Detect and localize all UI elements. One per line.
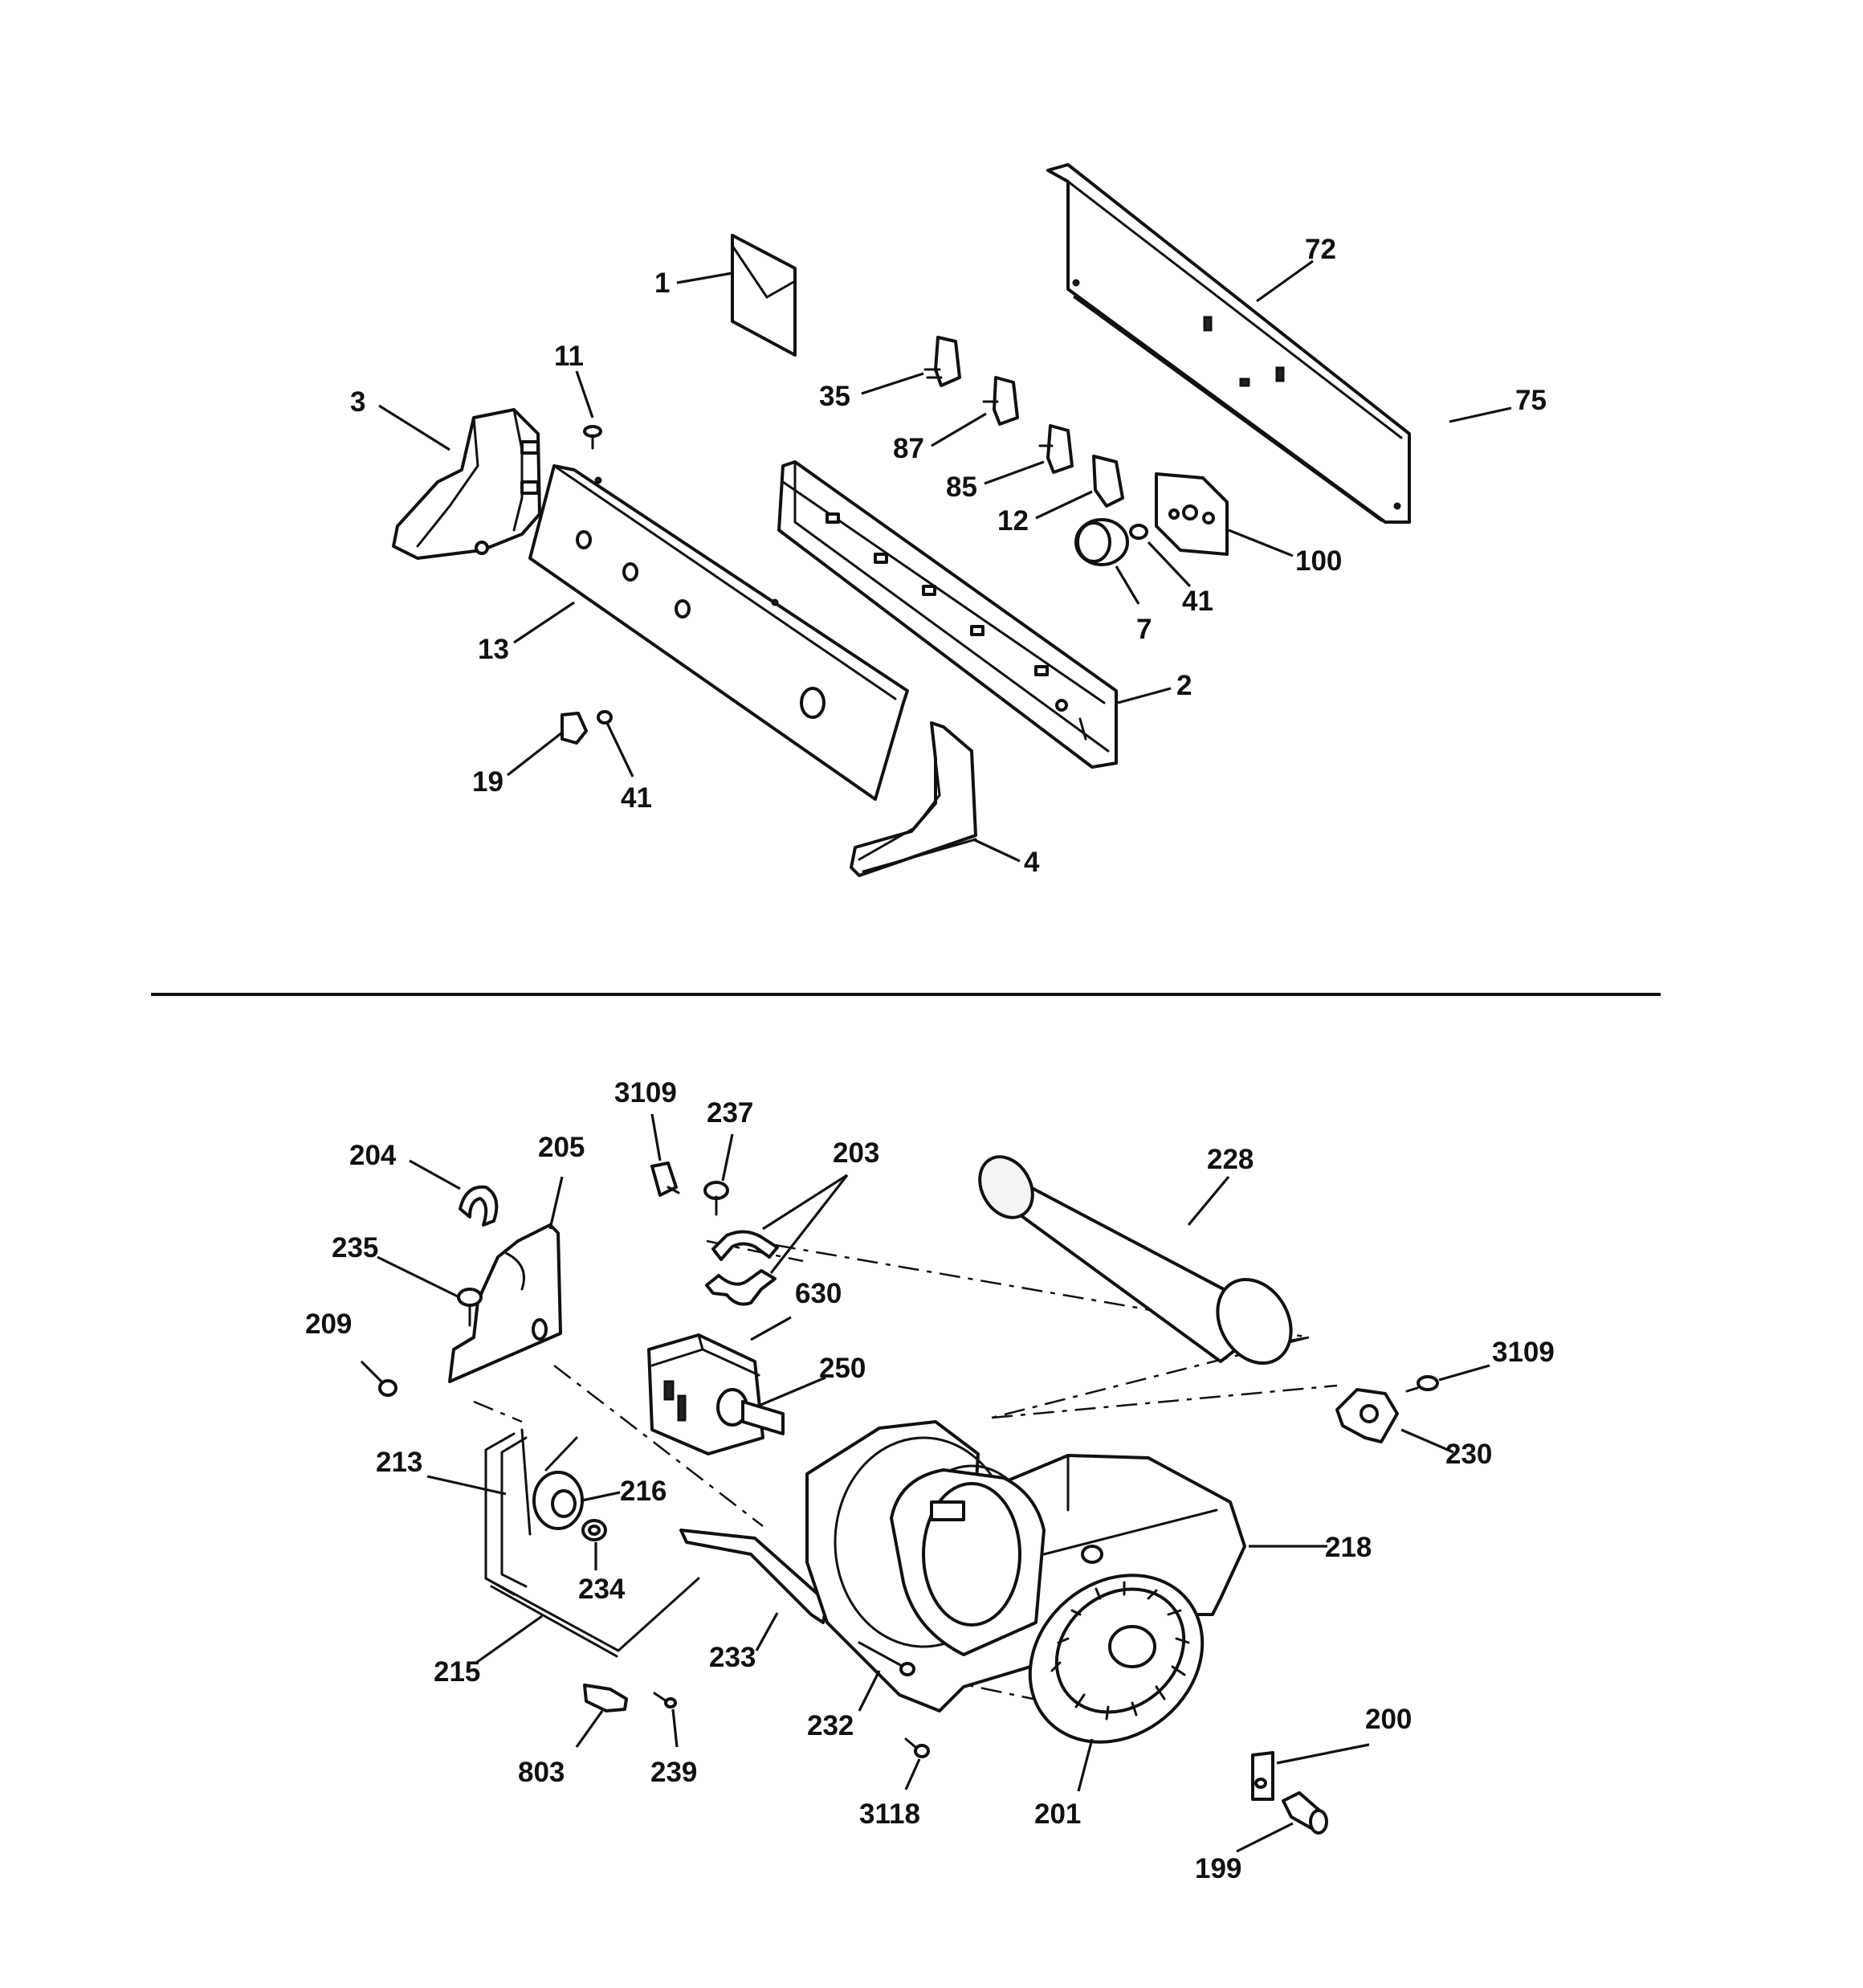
callout-216: 216 <box>620 1476 667 1507</box>
callout-209: 209 <box>305 1308 352 1340</box>
part-connector-3109-right <box>1405 1375 1439 1393</box>
callout-218: 218 <box>1325 1532 1372 1563</box>
callout-12: 12 <box>997 505 1029 537</box>
callout-201: 201 <box>1034 1798 1081 1830</box>
part-button-19 <box>561 712 588 745</box>
callout-75: 75 <box>1515 385 1547 416</box>
callout-237: 237 <box>707 1097 753 1129</box>
part-switch-87 <box>982 376 1019 426</box>
part-timer-100 <box>1155 472 1229 556</box>
part-motor-630 <box>647 1333 764 1455</box>
part-rod-215 <box>484 1577 700 1658</box>
callout-234: 234 <box>578 1574 626 1605</box>
lower-leader-lines <box>360 1113 1490 1853</box>
callout-630: 630 <box>795 1278 842 1309</box>
part-clip-204 <box>459 1185 499 1227</box>
part-nut-41-lower <box>597 710 613 725</box>
callout-803: 803 <box>518 1757 565 1788</box>
callout-235: 235 <box>332 1232 378 1263</box>
part-pulley-216 <box>532 1436 584 1530</box>
part-blower-wheel-201 <box>1028 1574 1205 1744</box>
callout-250: 250 <box>819 1353 866 1384</box>
callout-3: 3 <box>350 386 365 418</box>
callout-203: 203 <box>833 1137 879 1169</box>
callout-215: 215 <box>434 1656 480 1688</box>
callout-11: 11 <box>554 341 584 372</box>
part-switch-85 <box>1038 424 1074 474</box>
part-rear-panel-72 <box>1046 163 1411 524</box>
part-screw-237 <box>703 1181 729 1216</box>
part-connector-3109-left <box>650 1161 680 1197</box>
callout-204: 204 <box>349 1140 397 1171</box>
part-thermostat-230 <box>1335 1388 1399 1443</box>
callout-13: 13 <box>478 634 509 665</box>
part-console-frame-2 <box>777 460 1118 769</box>
callout-233: 233 <box>709 1642 756 1673</box>
callout-87: 87 <box>893 433 924 464</box>
callout-3109-right: 3109 <box>1492 1337 1555 1368</box>
callout-41-lower: 41 <box>621 782 652 814</box>
part-duct-228 <box>978 1155 1293 1365</box>
part-nut-41-upper <box>1129 524 1148 540</box>
part-bracket-200 <box>1251 1751 1274 1801</box>
callout-35: 35 <box>819 381 850 412</box>
part-end-cap-3 <box>392 408 541 560</box>
callout-7: 7 <box>1136 614 1152 645</box>
callout-41-upper: 41 <box>1182 586 1213 617</box>
part-knob-7 <box>1074 518 1129 566</box>
callout-213: 213 <box>376 1447 422 1478</box>
callout-85: 85 <box>946 471 977 503</box>
part-screw-239 <box>653 1692 677 1708</box>
callout-3118: 3118 <box>859 1798 920 1830</box>
part-blower-housing-218 <box>805 1420 1246 1712</box>
callout-labels: 1 72 11 3 35 75 87 85 12 100 41 7 13 2 1… <box>305 234 1555 1884</box>
part-nut-234 <box>581 1519 607 1541</box>
part-bracket-205 <box>448 1223 562 1383</box>
callout-100: 100 <box>1295 545 1342 577</box>
part-screw-3118 <box>904 1737 930 1758</box>
callout-232: 232 <box>807 1710 854 1741</box>
callout-239: 239 <box>650 1757 697 1788</box>
part-switch-arm-213 <box>484 1428 532 1596</box>
callout-199: 199 <box>1195 1853 1241 1884</box>
upper-leader-lines <box>378 259 1512 863</box>
part-switch-35 <box>923 336 961 387</box>
callout-72: 72 <box>1305 234 1336 265</box>
part-nut-209 <box>378 1379 397 1397</box>
callout-1: 1 <box>654 267 670 299</box>
part-bolt-232 <box>858 1641 915 1676</box>
callout-228: 228 <box>1207 1144 1254 1175</box>
part-base-bracket-233 <box>679 1529 829 1624</box>
part-bolt-199 <box>1282 1791 1328 1835</box>
part-motor-shaft-250 <box>716 1388 785 1435</box>
callout-205: 205 <box>538 1132 585 1163</box>
part-control-panel-13 <box>528 464 909 801</box>
callout-230: 230 <box>1445 1439 1492 1470</box>
part-bracket-12 <box>1092 455 1124 508</box>
callout-2: 2 <box>1176 670 1192 701</box>
callout-4: 4 <box>1024 847 1040 878</box>
part-clamps-203 <box>705 1230 779 1306</box>
part-envelope-1 <box>731 234 797 357</box>
callout-200: 200 <box>1365 1704 1412 1735</box>
callout-3109-upper: 3109 <box>614 1077 677 1108</box>
callout-19: 19 <box>472 766 503 798</box>
part-end-cap-4 <box>850 721 977 877</box>
part-switch-803 <box>583 1684 628 1712</box>
part-screw-11 <box>583 425 602 450</box>
